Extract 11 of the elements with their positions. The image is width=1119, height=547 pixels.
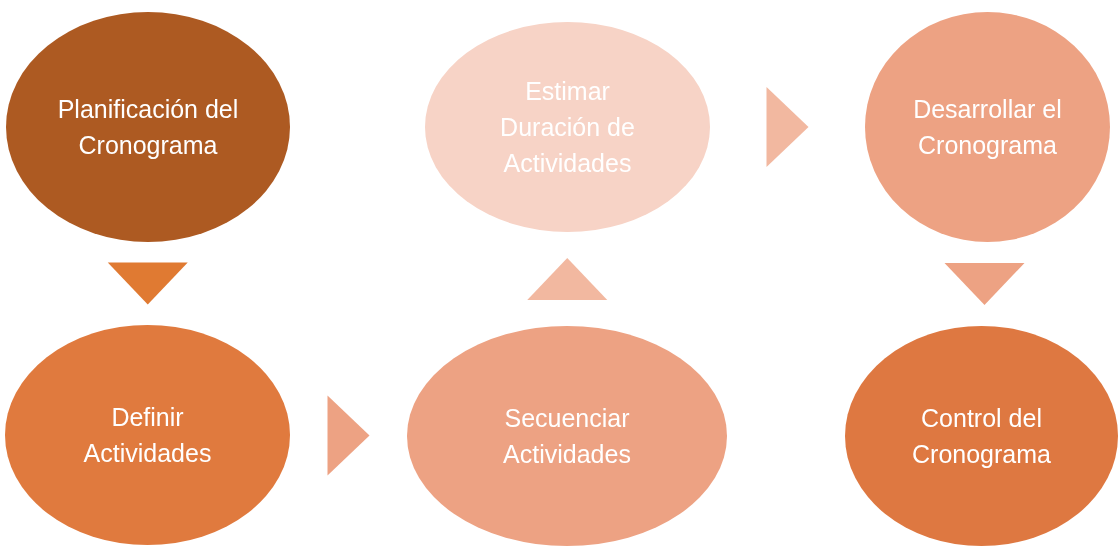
arrow	[944, 263, 1025, 305]
node-label: Estimar Duración de Actividades	[499, 76, 636, 179]
node-label: Control del Cronograma	[911, 403, 1052, 470]
arrow	[766, 87, 809, 167]
node-label: Planificación del Cronograma	[56, 94, 240, 161]
node-label: Secuenciar Actividades	[502, 403, 632, 470]
arrow	[107, 262, 188, 305]
node-label: Desarrollar el Cronograma	[912, 94, 1063, 161]
node-label: Definir Actividades	[82, 402, 213, 469]
arrow	[327, 395, 370, 476]
arrow	[527, 258, 608, 300]
